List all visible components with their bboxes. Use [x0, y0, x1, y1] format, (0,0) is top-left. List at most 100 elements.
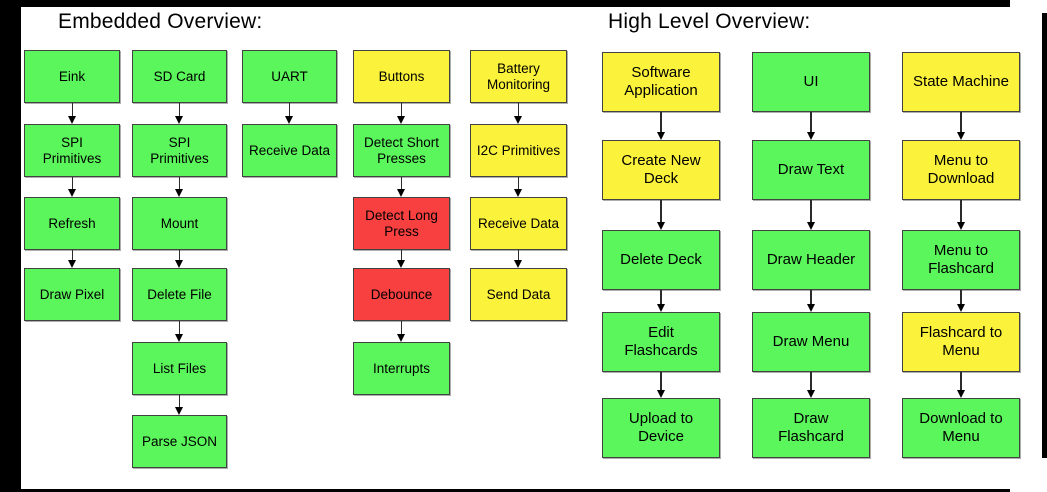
arrow-down-icon: [806, 390, 815, 398]
arrow-down-icon: [175, 189, 183, 197]
node-label: Delete Deck: [620, 251, 702, 268]
letterbox-left-bar: [0, 0, 21, 492]
arrow-down-icon: [397, 116, 405, 124]
node-label: Refresh: [48, 215, 96, 231]
node-label: Flashcard to Menu: [919, 324, 1003, 359]
arrow-down-icon: [656, 222, 665, 230]
arrow-down-icon: [67, 260, 76, 268]
node-draw-flashcard: Draw Flashcard: [752, 398, 870, 458]
node-buttons: Buttons: [353, 50, 450, 103]
letterbox-top-bar: [0, 0, 1010, 7]
node-flashcard-to-menu: Flashcard to Menu: [902, 312, 1020, 372]
connector-line: [660, 200, 662, 223]
node-label: SD Card: [153, 68, 206, 84]
connector-line: [810, 200, 812, 223]
arrow-down-icon: [956, 132, 965, 140]
connector-line: [960, 200, 962, 223]
connector-line: [289, 103, 290, 117]
arrow-down-icon: [956, 304, 965, 312]
node-label: Software Application: [624, 64, 698, 99]
node-label: Detect Long Press: [365, 207, 438, 239]
node-label: I2C Primitives: [476, 142, 561, 158]
arrow-down-icon: [514, 260, 522, 268]
node-label: Detect Short Presses: [363, 134, 440, 166]
arrow-down-icon: [397, 260, 405, 268]
arrow-down-icon: [397, 189, 405, 197]
node-send-data: Send Data: [470, 268, 567, 321]
node-label: Download to Menu: [919, 410, 1003, 445]
node-i2c-primitives: I2C Primitives: [470, 124, 567, 177]
arrow-down-icon: [656, 132, 665, 140]
connector-line: [401, 321, 402, 335]
arrow-down-icon: [67, 116, 76, 124]
node-label: Draw Header: [766, 251, 856, 268]
node-label: SPI Primitives: [150, 134, 209, 166]
node-label: Draw Menu: [772, 333, 850, 350]
embedded-overview-title: Embedded Overview:: [58, 10, 263, 33]
arrow-down-icon: [397, 334, 405, 342]
node-draw-menu: Draw Menu: [752, 312, 870, 372]
arrow-down-icon: [806, 132, 815, 140]
arrow-down-icon: [806, 304, 815, 312]
node-detect-short-presses: Detect Short Presses: [353, 124, 450, 177]
connector-line: [401, 177, 402, 190]
arrow-down-icon: [514, 116, 522, 124]
connector-line: [179, 177, 180, 190]
connector-line: [179, 250, 180, 261]
node-draw-header: Draw Header: [752, 230, 870, 290]
node-create-new-deck: Create New Deck: [602, 140, 720, 200]
node-spi-primitives: SPI Primitives: [132, 124, 227, 177]
node-label: Eink: [58, 68, 86, 84]
node-spi-primitives: SPI Primitives: [24, 124, 120, 177]
connector-line: [179, 321, 180, 335]
node-label: Debounce: [370, 286, 433, 302]
node-ui: UI: [752, 52, 870, 112]
node-list-files: List Files: [132, 342, 227, 395]
connector-line: [660, 372, 662, 391]
node-label: Draw Flashcard: [778, 410, 844, 445]
node-label: Receive Data: [248, 142, 331, 158]
connector-line: [960, 372, 962, 391]
node-edit-flashcards: Edit Flashcards: [602, 312, 720, 372]
arrow-down-icon: [656, 390, 665, 398]
connector-line: [518, 103, 519, 117]
node-label: State Machine: [913, 73, 1009, 90]
arrow-down-icon: [956, 390, 965, 398]
connector-line: [71, 103, 73, 117]
arrow-down-icon: [175, 116, 183, 124]
node-label: Mount: [160, 215, 199, 231]
node-debounce: Debounce: [353, 268, 450, 321]
node-label: UART: [271, 68, 308, 84]
node-menu-to-flashcard: Menu to Flashcard: [902, 230, 1020, 290]
node-label: Delete File: [147, 286, 212, 302]
node-label: Interrupts: [372, 360, 431, 376]
node-detect-long-press: Detect Long Press: [353, 197, 450, 250]
node-label: Create New Deck: [621, 152, 701, 187]
arrow-down-icon: [175, 334, 183, 342]
node-parse-json: Parse JSON: [132, 415, 227, 468]
node-refresh: Refresh: [24, 197, 120, 250]
node-interrupts: Interrupts: [353, 342, 450, 395]
node-receive-data: Receive Data: [470, 197, 567, 250]
connector-line: [960, 112, 962, 133]
node-label: List Files: [152, 360, 207, 376]
arrow-down-icon: [514, 189, 522, 197]
node-receive-data: Receive Data: [242, 124, 337, 177]
connector-line: [401, 103, 402, 117]
node-label: Draw Text: [777, 161, 845, 178]
arrow-down-icon: [175, 260, 183, 268]
connector-line: [401, 250, 402, 261]
connector-line: [810, 372, 812, 391]
node-label: Draw Pixel: [39, 286, 105, 302]
node-label: Edit Flashcards: [624, 324, 698, 359]
connector-line: [660, 290, 662, 305]
node-draw-pixel: Draw Pixel: [24, 268, 120, 321]
node-uart: UART: [242, 50, 337, 103]
node-label: Upload to Device: [628, 410, 694, 445]
letterbox-right-bar: [1042, 13, 1047, 458]
node-label: UI: [803, 73, 819, 90]
letterbox-bottom-bar: [0, 489, 1010, 492]
node-delete-deck: Delete Deck: [602, 230, 720, 290]
connector-line: [179, 395, 180, 408]
connector-line: [71, 250, 73, 261]
